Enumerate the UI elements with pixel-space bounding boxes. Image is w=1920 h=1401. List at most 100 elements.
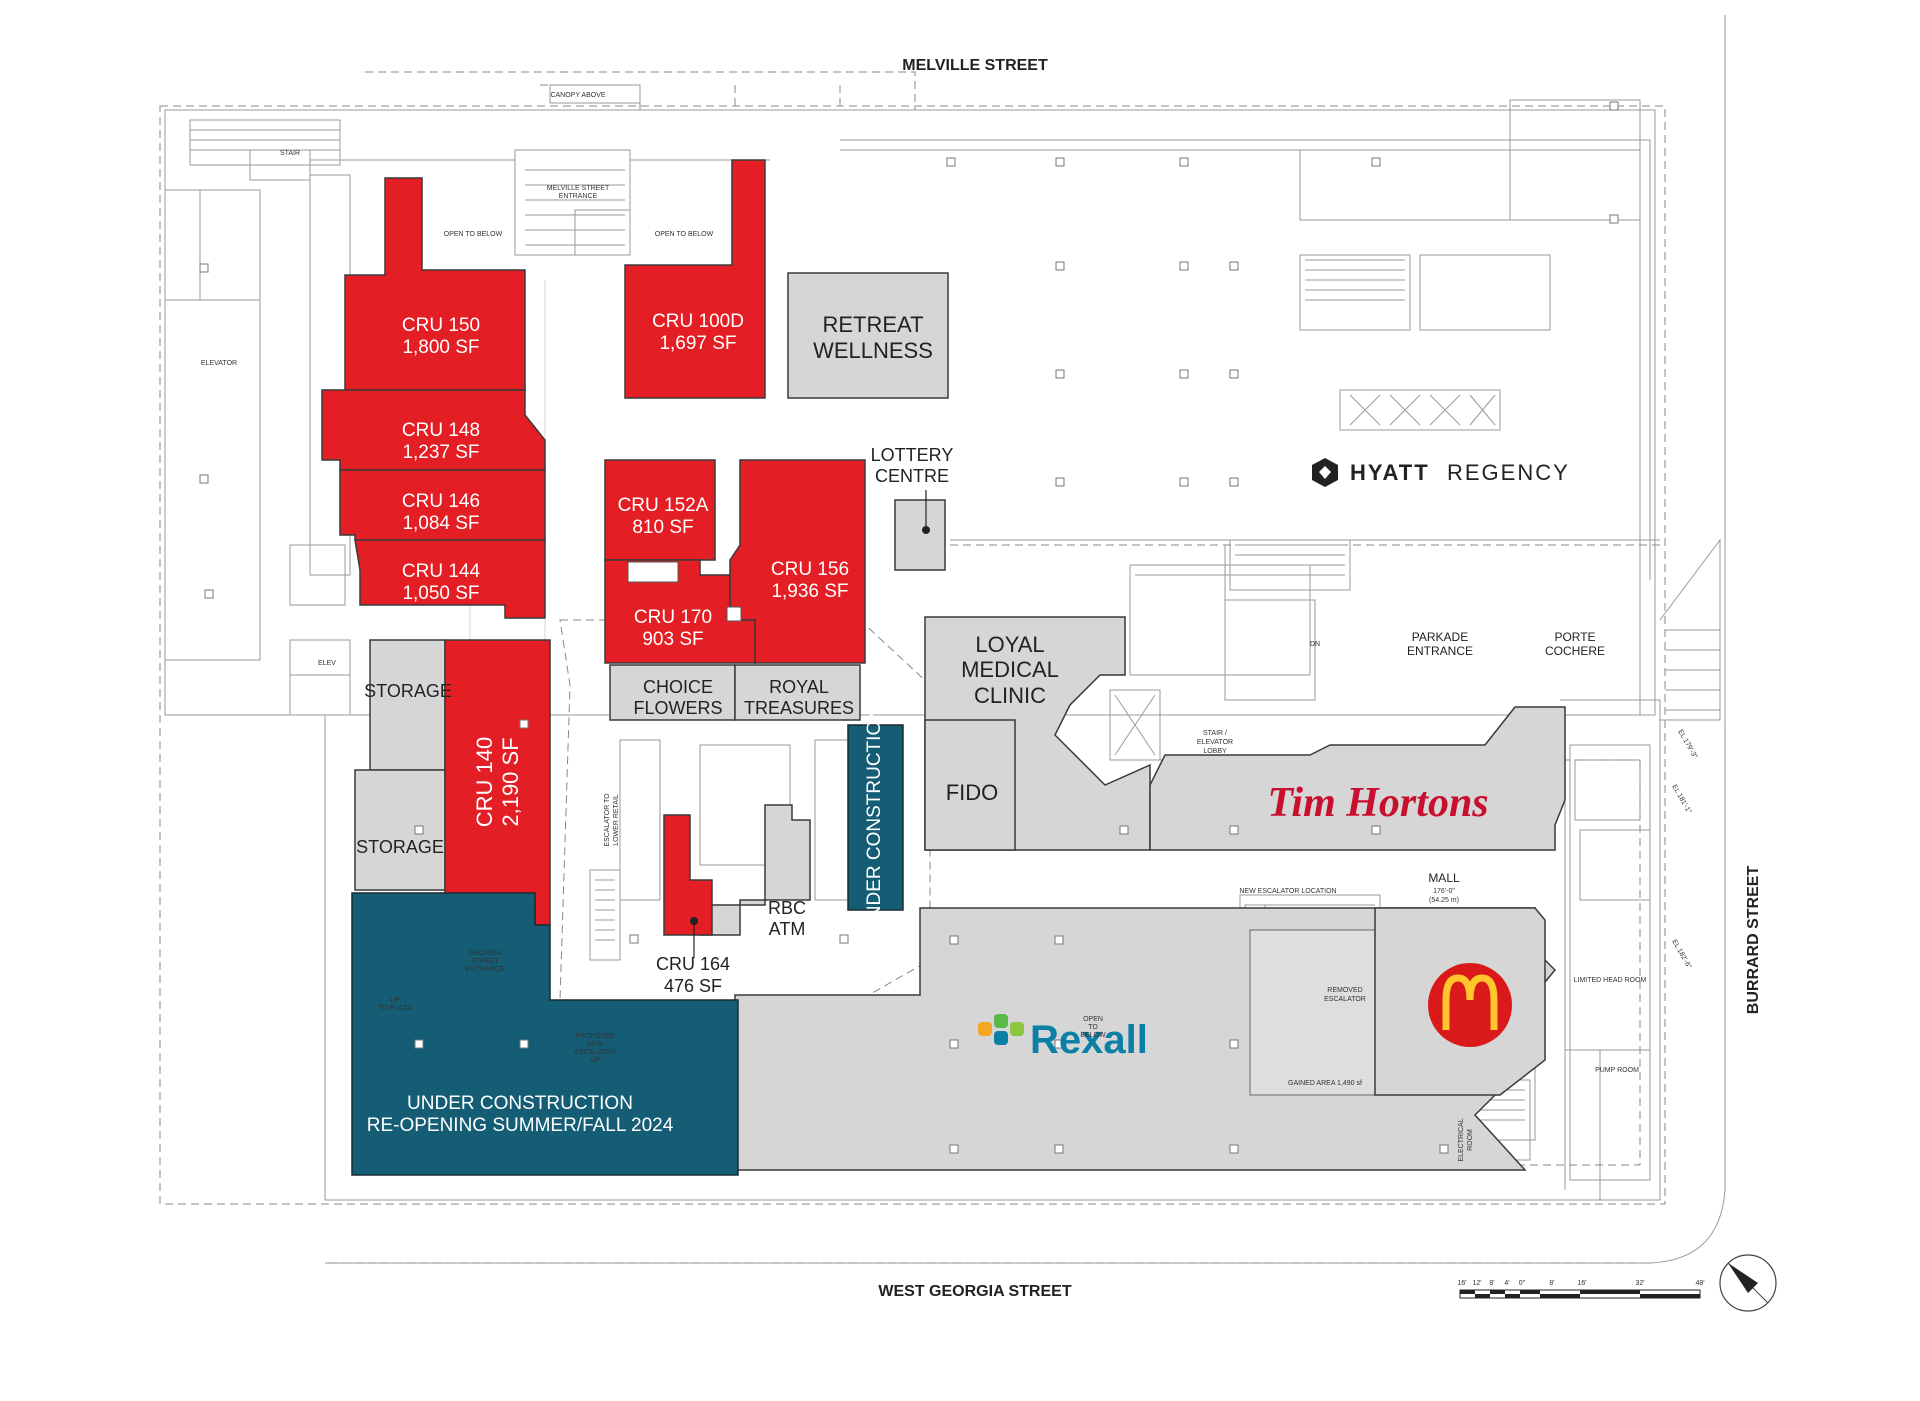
street-west-georgia: WEST GEORGIA STREET [878, 1283, 1071, 1300]
tim-hortons-unit[interactable] [1149, 706, 1566, 851]
retreat-label-1: RETREAT [822, 312, 923, 337]
stair-lobby-3: LOBBY [1203, 748, 1227, 755]
cru-156-name: CRU 156 [771, 559, 849, 580]
fido-unit[interactable] [924, 719, 1016, 851]
proposed-3: ESCALATOR [574, 1049, 616, 1056]
el-3: EL 182'-6" [1670, 939, 1692, 971]
cru-150-name: CRU 150 [402, 315, 480, 336]
cru-144-unit[interactable] [354, 539, 546, 619]
lottery-label-2: CENTRE [875, 466, 949, 486]
building-outline [159, 15, 1726, 1264]
rbc-label-2: ATM [769, 919, 806, 939]
open-below-small-1: OPEN [1083, 1016, 1103, 1023]
cru-164-unit[interactable] [663, 814, 713, 936]
stair-label: STAIR [280, 150, 300, 157]
scale-tick-5: 8' [1549, 1280, 1554, 1287]
storage-unit-1[interactable] [369, 639, 446, 771]
mcdonalds-icon [1428, 963, 1512, 1047]
stair-lobby-2: ELEVATOR [1197, 739, 1233, 746]
loyal-label-1: LOYAL [975, 632, 1044, 657]
up-plaza-1: UP [390, 997, 400, 1004]
royal-label-1: ROYAL [769, 677, 829, 697]
regency-word: REGENCY [1447, 460, 1570, 485]
cru-150-unit[interactable] [344, 177, 526, 391]
open-below-small-2: TO [1088, 1024, 1098, 1031]
mall-dim-2: (54.25 m) [1429, 897, 1459, 904]
cru-100d-name: CRU 100D [652, 311, 744, 332]
parkade-label-2: ENTRANCE [1407, 644, 1473, 658]
under-construction-large-unit[interactable] [351, 892, 739, 1176]
royal-treasures-unit[interactable] [734, 664, 861, 721]
cru-148-name: CRU 148 [402, 420, 480, 441]
available-unit-labels: CRU 150 1,800 SF CRU 148 1,237 SF CRU 14… [402, 311, 849, 996]
structural-columns [199, 101, 1619, 1154]
pump-room-label: PUMP ROOM [1595, 1067, 1639, 1074]
limited-head-room: LIMITED HEAD ROOM [1574, 977, 1647, 984]
loyal-label-3: CLINIC [974, 683, 1046, 708]
escalator-lower-1: ESCALATOR TO [604, 793, 611, 847]
under-construction-large-label-1: UNDER CONSTRUCTION [407, 1093, 633, 1114]
rexall-icon [978, 1022, 992, 1036]
royal-label-2: TREASURES [744, 698, 854, 718]
escalator-lower-2: LOWER RETAIL [613, 794, 620, 846]
cru-170-name: CRU 170 [634, 607, 712, 628]
proposed-4: UP [590, 1057, 600, 1064]
proposed-1: PROPOSED [575, 1033, 615, 1040]
new-escalator-label: NEW ESCALATOR LOCATION [1239, 888, 1336, 895]
cru-164-area: 476 SF [664, 976, 722, 996]
hyatt-word: HYATT [1350, 460, 1430, 485]
mcdonalds-logo [1428, 963, 1512, 1047]
melville-entrance-1: MELVILLE STREET [547, 185, 610, 192]
choice-flowers-unit[interactable] [609, 664, 736, 721]
mall-label: MALL [1428, 871, 1460, 885]
scale-tick-0: 16' [1457, 1280, 1466, 1287]
cru-150-area: 1,800 SF [402, 337, 479, 358]
cru-146-area: 1,084 SF [402, 513, 479, 534]
cru-100d-area: 1,697 SF [659, 333, 736, 354]
elevator-label: ELEVATOR [201, 360, 237, 367]
tim-hortons-logo: Tim Hortons [1267, 780, 1488, 826]
cru-148-area: 1,237 SF [402, 442, 479, 463]
loyal-label-2: MEDICAL [961, 657, 1059, 682]
rexall-word: Rexall [1030, 1018, 1148, 1062]
storage-label-1: STORAGE [364, 681, 452, 701]
storage-unit-2[interactable] [354, 769, 446, 891]
canopy-label: CANOPY ABOVE [550, 92, 605, 99]
cru-140-name: CRU 140 [472, 737, 497, 827]
porte-label-1: PORTE [1554, 630, 1595, 644]
el-2: EL 181'-1" [1670, 784, 1692, 816]
under-construction-large-label-2: RE-OPENING SUMMER/FALL 2024 [367, 1115, 674, 1136]
scale-tick-2: 8' [1489, 1280, 1494, 1287]
choice-label-2: FLOWERS [633, 698, 722, 718]
under-construction-small-unit[interactable] [847, 724, 904, 911]
retreat-label-2: WELLNESS [813, 338, 933, 363]
mall-dim-1: 176'-0" [1433, 888, 1455, 895]
open-below-small-3: BELOW [1080, 1032, 1106, 1039]
retreat-wellness-unit[interactable] [787, 272, 949, 399]
scale-bar: 16' 12' 8' 4' 0" 8' 16' 32' 48' [1457, 1280, 1705, 1299]
rbc-label-1: RBC [768, 898, 806, 918]
el-1: EL 179'-3" [1676, 729, 1698, 761]
available-units [321, 159, 866, 936]
lottery-label-1: LOTTERY [871, 445, 954, 465]
scale-tick-1: 12' [1472, 1280, 1481, 1287]
cru-144-name: CRU 144 [402, 561, 481, 582]
hyatt-logo: HYATT REGENCY [1312, 458, 1570, 487]
electrical-1: ELECTRICAL [1458, 1118, 1465, 1161]
melville-entrance-2: ENTRANCE [559, 193, 598, 200]
stair-lobby-1: STAIR / [1203, 730, 1227, 737]
removed-escalator-1: REMOVED [1327, 987, 1362, 994]
tenant-labels: RETREAT WELLNESS LOTTERY CENTRE LOYAL ME… [356, 312, 1059, 1136]
north-arrow-icon [1719, 1254, 1777, 1312]
georgia-entrance-2: STREET [471, 958, 499, 965]
scale-tick-8: 48' [1695, 1280, 1704, 1287]
georgia-entrance-1: GEORGIA [469, 950, 502, 957]
storage-label-2: STORAGE [356, 837, 444, 857]
lottery-centre-kiosk[interactable] [894, 499, 946, 571]
cru-100d-unit[interactable] [624, 159, 766, 399]
elev-label: ELEV [318, 660, 336, 667]
dn-label: DN [1310, 641, 1320, 648]
rbc-atm-unit[interactable] [699, 804, 811, 936]
cru-152a-area: 810 SF [632, 517, 693, 538]
